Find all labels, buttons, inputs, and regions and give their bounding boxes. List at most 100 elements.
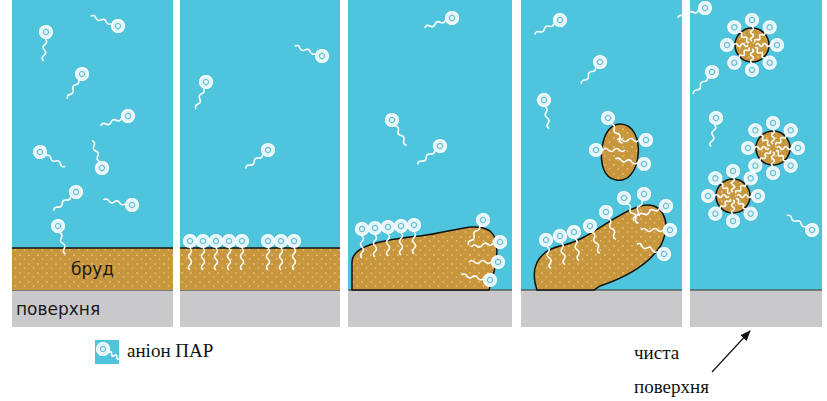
surfactant-anion bbox=[382, 221, 395, 257]
surfactant-charge bbox=[265, 238, 270, 243]
surfactant-tail bbox=[91, 140, 101, 162]
surfactant-tail bbox=[469, 261, 491, 264]
surfactant-tail bbox=[692, 76, 708, 95]
surfactant-anion bbox=[423, 10, 461, 34]
surfactant-charge bbox=[713, 115, 719, 121]
surfactant-anion bbox=[727, 165, 740, 193]
surfactant-head bbox=[746, 64, 759, 77]
node-label: поверхня bbox=[16, 299, 100, 319]
surfactant-charge bbox=[372, 225, 377, 230]
surfactant-charge bbox=[278, 238, 283, 243]
surfactant-head bbox=[582, 218, 599, 235]
surfactant-tail bbox=[777, 147, 791, 150]
surfactant-anion bbox=[99, 108, 137, 132]
surfactant-charge bbox=[487, 277, 493, 283]
surfactant-anion bbox=[617, 134, 653, 147]
dirt-blob bbox=[352, 227, 497, 290]
surfactant-head bbox=[742, 142, 755, 155]
surfactant-anion bbox=[771, 121, 800, 150]
surfactant-tail bbox=[732, 178, 735, 192]
water-panel bbox=[521, 0, 682, 290]
surfactant-charge bbox=[541, 97, 547, 103]
surfactant-anion bbox=[102, 194, 139, 213]
surfactant-anion bbox=[767, 152, 780, 180]
surfactant-head bbox=[708, 110, 723, 125]
surfactant-head bbox=[725, 18, 743, 36]
surfactant-tail bbox=[610, 123, 624, 144]
surfactant-tail bbox=[574, 239, 581, 261]
surfactant-tail bbox=[732, 200, 735, 214]
surfactant-charge bbox=[571, 229, 577, 235]
surfactant-head bbox=[760, 53, 778, 71]
surfactant-charge bbox=[593, 147, 598, 152]
surfactant-anion bbox=[37, 25, 53, 61]
surfactant-charge bbox=[99, 165, 106, 172]
surfactant-charge bbox=[766, 24, 773, 31]
surfactant-tail bbox=[603, 149, 625, 152]
surfactant-anion bbox=[197, 235, 210, 271]
surfactant-charge bbox=[752, 162, 759, 169]
surfactant-tail bbox=[617, 139, 639, 142]
surfactant-head bbox=[110, 18, 127, 35]
surfactant-tail bbox=[715, 195, 729, 198]
surfactant-anion bbox=[408, 219, 421, 255]
surfactant-tail bbox=[615, 157, 637, 164]
surfactant-anion bbox=[275, 235, 288, 271]
surfactant-tail bbox=[53, 195, 72, 211]
surfactant-head bbox=[444, 10, 461, 27]
micelle-core bbox=[716, 179, 750, 213]
surfactant-head bbox=[31, 143, 49, 161]
surfactant-anion bbox=[50, 218, 72, 256]
surfactant-anion bbox=[395, 220, 408, 256]
surfactant-anion bbox=[737, 190, 765, 203]
surfactant-head bbox=[664, 224, 677, 237]
surfactant-anion bbox=[742, 142, 770, 155]
surfactant-tail bbox=[293, 248, 296, 270]
surfactant-charge bbox=[436, 142, 443, 149]
surfactant-anion bbox=[460, 269, 497, 288]
surfactant-charge bbox=[663, 203, 670, 210]
surfactant-head bbox=[94, 340, 112, 358]
surfactant-anion bbox=[767, 117, 780, 145]
surfactant-anion bbox=[223, 235, 236, 271]
surfactant-tail bbox=[754, 47, 766, 59]
surfactant-anion bbox=[777, 142, 805, 155]
surfactant-anion bbox=[756, 39, 784, 52]
surfactant-head bbox=[552, 228, 567, 243]
surfactant-head bbox=[94, 160, 111, 177]
surfactant-head bbox=[760, 18, 778, 36]
surfactant-anion bbox=[746, 49, 759, 77]
surfactant-head bbox=[598, 204, 615, 221]
surfactant-charge bbox=[291, 238, 296, 243]
surfactant-head bbox=[792, 142, 805, 155]
micelle-core bbox=[735, 28, 769, 62]
surfactant-tail bbox=[772, 152, 775, 166]
surfactant-tail bbox=[544, 107, 551, 129]
surfactant-charge bbox=[755, 193, 760, 198]
surfactant-head bbox=[656, 246, 673, 263]
surfactant-head bbox=[566, 224, 581, 239]
surfactant-charge bbox=[808, 226, 815, 233]
surfactant-charge bbox=[787, 162, 794, 169]
surfactant-tail bbox=[677, 9, 699, 19]
surfactant-head bbox=[706, 204, 724, 222]
surfactant-charge bbox=[643, 137, 648, 142]
surfactant-charge bbox=[702, 5, 709, 12]
surfactant-anion bbox=[676, 0, 714, 24]
dirt-band bbox=[180, 248, 340, 290]
surfactant-tail bbox=[638, 207, 660, 217]
surface-band bbox=[12, 290, 173, 327]
surfactant-anion bbox=[582, 218, 606, 256]
water-panel bbox=[12, 0, 173, 290]
surfactant-charge bbox=[115, 23, 122, 30]
dirt-blob bbox=[534, 205, 666, 290]
surfactant-anion bbox=[614, 153, 651, 172]
surfactant-tail bbox=[467, 225, 481, 246]
surfactant-head bbox=[615, 189, 633, 207]
surfactant-anion bbox=[89, 10, 127, 34]
surfactant-head bbox=[262, 235, 275, 248]
surfactant-tail bbox=[100, 117, 122, 127]
surfactant-charge bbox=[604, 114, 611, 121]
water-panel bbox=[348, 0, 512, 290]
